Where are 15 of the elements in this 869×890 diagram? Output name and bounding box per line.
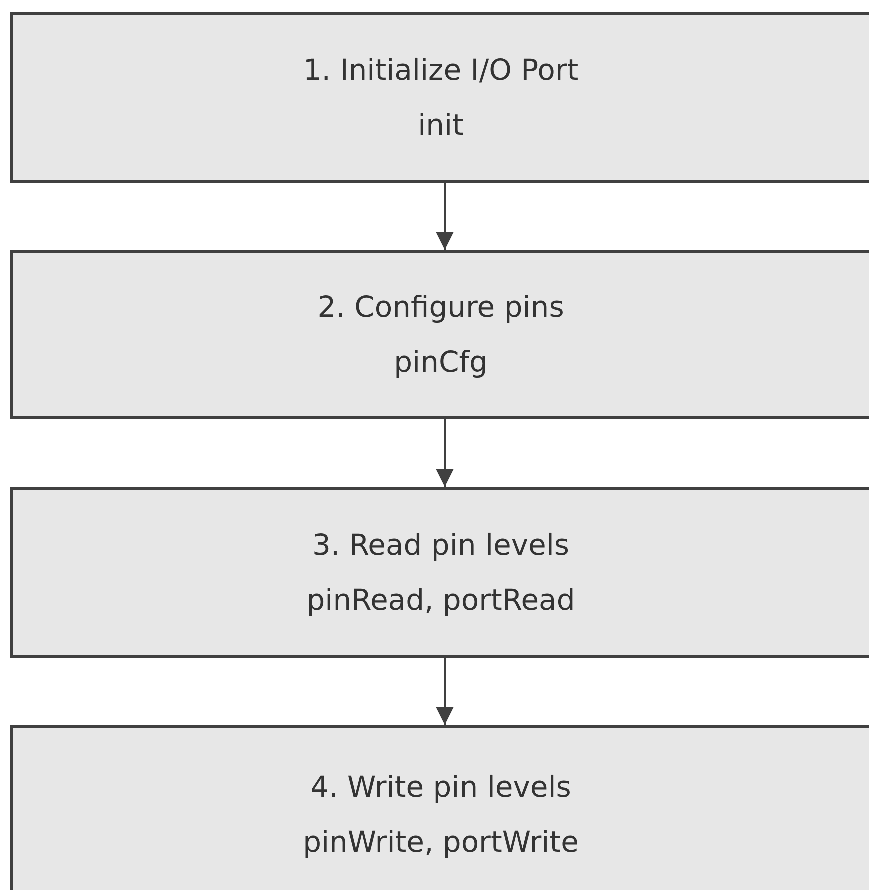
step-title: 3. Read pin levels [312, 526, 570, 564]
arrow [436, 183, 454, 250]
function-name: pinRead, portRead [306, 582, 576, 618]
process-box [10, 487, 869, 658]
step-title: 4. Write pin levels [310, 769, 572, 806]
step-title: 2. Configure pins [318, 288, 564, 326]
process-box [10, 12, 869, 183]
process-box [10, 725, 869, 890]
function-name: pinCfg [394, 344, 488, 380]
arrow [436, 658, 454, 725]
function-name: init [418, 106, 464, 144]
step-title: 1. Initialize I/O Port [303, 52, 579, 88]
arrow [436, 419, 454, 487]
function-name: pinWrite, portWrite [303, 824, 579, 861]
process-box [10, 250, 869, 419]
